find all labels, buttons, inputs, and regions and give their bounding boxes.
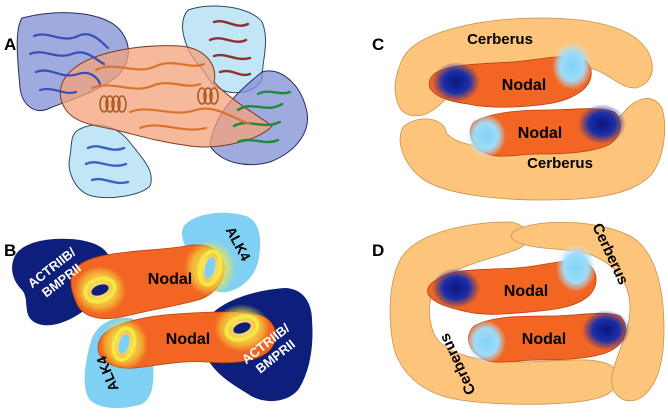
nodal-c-top-label: Nodal <box>502 77 546 94</box>
binding-ring-left <box>74 266 126 314</box>
ribbons-blue-bottom <box>84 145 130 185</box>
panel-c-label: C <box>372 35 384 54</box>
helix-left <box>99 95 127 113</box>
binding-ring-top-right <box>184 240 236 296</box>
nodal-d-bottom-label: Nodal <box>522 331 566 348</box>
nodal-dimer-blob <box>59 45 273 148</box>
panel-c: C Cerberus Cerberus Nodal Nodal <box>372 17 666 201</box>
binding-ring-right <box>214 304 270 352</box>
panel-a: A <box>4 5 308 199</box>
alk-blob-bottom-left <box>68 124 152 199</box>
cerberus-c-top-label: Cerberus <box>467 31 533 48</box>
binding-site-c-dark-1 <box>432 62 480 102</box>
nodal-d-top-label: Nodal <box>504 283 548 300</box>
panel-b: B N <box>4 212 313 409</box>
binding-site-c-light-1 <box>552 42 592 90</box>
nodal-b-top-label: Nodal <box>148 271 192 288</box>
ribbons-brown <box>208 19 252 77</box>
binding-site-d-light-2 <box>466 320 506 364</box>
cerberus-c-top-shape <box>394 17 653 117</box>
panel-b-label: B <box>4 241 16 260</box>
panel-a-label: A <box>4 35 16 54</box>
ribbons-blue-top <box>28 33 110 94</box>
binding-ring-bottom-left <box>100 318 148 370</box>
binding-site-d-light-1 <box>556 244 596 292</box>
nodal-b-bottom-label: Nodal <box>166 331 210 348</box>
panel-d-label: D <box>372 241 384 260</box>
binding-site-c-light-2 <box>466 114 506 158</box>
binding-site-d-dark-1 <box>432 268 480 308</box>
nodal-c-bottom-label: Nodal <box>518 125 562 142</box>
binding-site-c-dark-2 <box>578 104 626 144</box>
helix-right <box>197 87 219 105</box>
binding-site-d-dark-2 <box>582 310 630 350</box>
cerberus-d-right-shape <box>510 221 665 402</box>
ribbons-orange <box>90 62 252 131</box>
cerberus-c-bottom-label: Cerberus <box>527 155 593 172</box>
panel-d: D Cerberus Cerberus Nodal Nodal <box>372 221 665 405</box>
ribbons-green <box>232 90 292 144</box>
